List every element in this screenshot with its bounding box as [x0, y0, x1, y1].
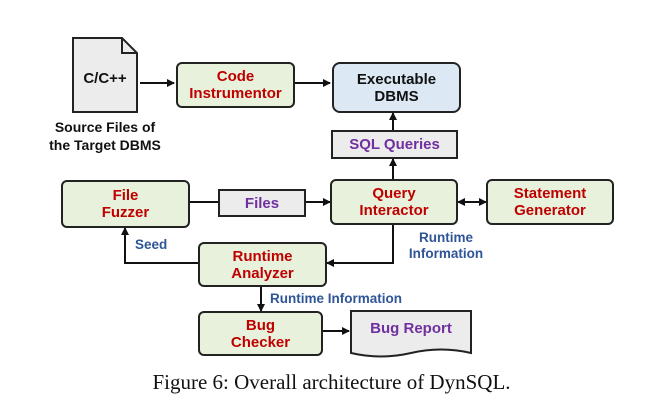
source-files-label: Source Files of the Target DBMS [49, 119, 161, 153]
bug-report-shape [350, 310, 472, 358]
edge-analyzer-to-fuzzer [121, 227, 198, 264]
edge-interactor-to-analyzer [326, 225, 394, 267]
runtime-analyzer-node: Runtime Analyzer [198, 242, 327, 287]
runtime-information-bottom-label: Runtime Information [270, 291, 402, 306]
code-instrumentor-node: Code Instrumentor [176, 62, 295, 108]
statement-generator-node: Statement Generator [486, 179, 614, 225]
figure-caption: Figure 6: Overall architecture of DynSQL… [152, 370, 511, 394]
source-file-language: C/C++ [83, 70, 127, 87]
file-fuzzer-node: File Fuzzer [61, 180, 190, 228]
runtime-information-right-label: Runtime Information [408, 230, 484, 261]
files-node: Files [218, 189, 306, 217]
bug-checker-node: Bug Checker [198, 311, 323, 356]
executable-dbms-node: Executable DBMS [332, 62, 461, 113]
seed-label: Seed [135, 237, 168, 252]
bug-report-label: Bug Report [370, 320, 452, 337]
query-interactor-node: Query Interactor [330, 179, 458, 225]
sql-queries-node: SQL Queries [331, 130, 458, 159]
source-file-icon [72, 37, 138, 113]
